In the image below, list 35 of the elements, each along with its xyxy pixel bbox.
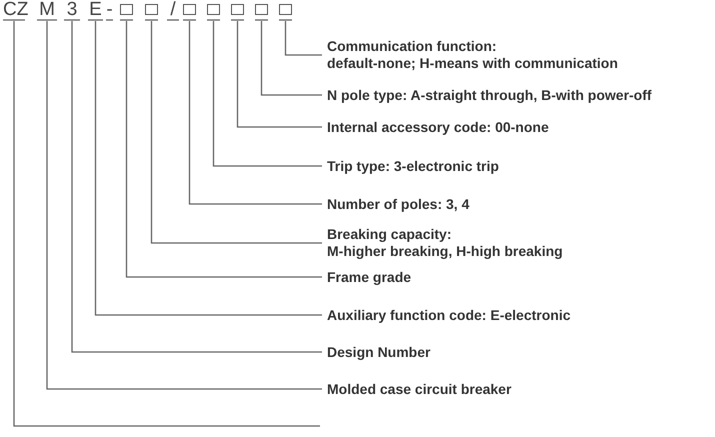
description-text: Auxiliary function code: E-electronic [327, 306, 570, 324]
code-letter: M [37, 1, 57, 18]
leader-line [260, 21, 322, 96]
description-text: default-none; H-means with communication [327, 55, 618, 72]
leader-line [236, 21, 322, 128]
leader-line [126, 21, 322, 278]
description-text: Molded case circuit breaker [327, 380, 512, 398]
leader-line [13, 21, 320, 427]
description-text: M-higher breaking, H-high breaking [327, 243, 563, 260]
placeholder-square [183, 4, 196, 15]
separator-sign: - [106, 1, 113, 18]
code-letter: 3 [64, 1, 80, 18]
description-text: N pole type: A-straight through, B-with power-off [327, 86, 652, 104]
leader-line [284, 21, 322, 56]
description-text: Design Number [327, 344, 430, 360]
placeholder-square [145, 4, 158, 15]
separator-sign: / [169, 1, 177, 18]
placeholder-square [255, 4, 268, 15]
heading-text: Breaking capacity: [327, 226, 452, 243]
leader-line [188, 21, 322, 205]
placeholder-square [279, 4, 292, 15]
description-text: Frame grade [327, 268, 412, 286]
placeholder-square [231, 4, 244, 15]
code-letter: E [88, 1, 103, 18]
leader-line [150, 21, 322, 244]
description-text: Trip type: 3-electronic trip [327, 158, 499, 174]
leader-line [46, 21, 322, 390]
leader-line [71, 21, 322, 353]
description-text: Number of poles: 3, 4 [327, 196, 470, 212]
placeholder-square [207, 4, 220, 15]
description-text: Internal accessory code: 00-none [327, 118, 549, 136]
leader-line [212, 21, 322, 167]
leader-line [94, 21, 322, 316]
placeholder-square [120, 4, 133, 15]
heading-text: Communication function: [327, 38, 498, 55]
